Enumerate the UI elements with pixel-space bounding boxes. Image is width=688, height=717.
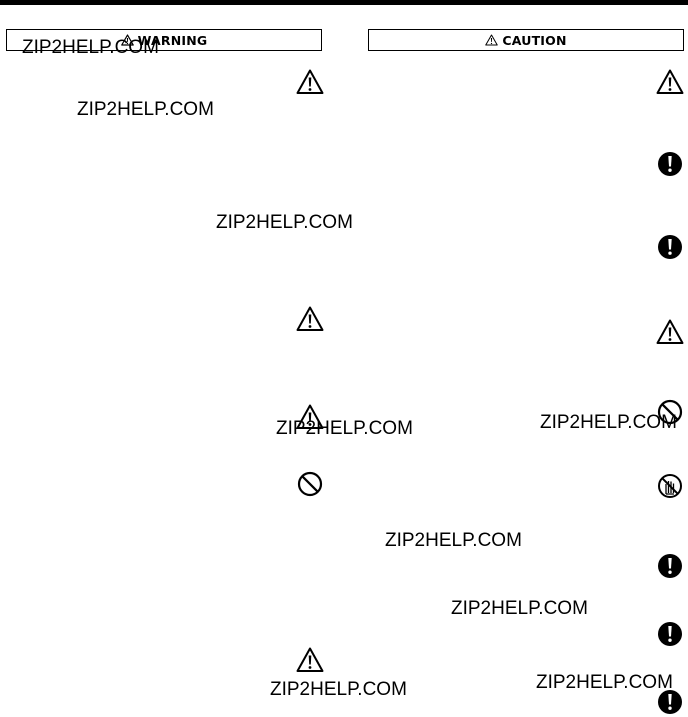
caution-triangle-icon — [296, 69, 324, 94]
caution-triangle-icon — [296, 404, 324, 429]
mandatory-action-icon — [658, 690, 682, 714]
watermark: ZIP2HELP.COM — [270, 679, 407, 700]
watermark: ZIP2HELP.COM — [540, 412, 677, 433]
mandatory-action-icon — [658, 554, 682, 578]
mandatory-action-icon — [658, 152, 682, 176]
caution-triangle-icon — [656, 319, 684, 344]
prohibition-icon — [657, 399, 683, 425]
warning-header: WARNING — [6, 29, 322, 51]
watermark: ZIP2HELP.COM — [22, 37, 159, 58]
caution-triangle-icon — [296, 647, 324, 672]
warning-header-label: WARNING — [137, 32, 208, 48]
mandatory-action-icon — [658, 235, 682, 259]
top-rule — [0, 0, 688, 5]
mandatory-action-icon — [658, 622, 682, 646]
caution-triangle-icon — [120, 34, 134, 46]
prohibition-icon — [297, 471, 323, 497]
watermark: ZIP2HELP.COM — [276, 418, 413, 439]
watermark: ZIP2HELP.COM — [385, 530, 522, 551]
caution-header-label: CAUTION — [502, 32, 567, 48]
caution-triangle-icon — [485, 34, 499, 46]
watermark: ZIP2HELP.COM — [451, 598, 588, 619]
caution-header: CAUTION — [368, 29, 684, 51]
watermark: ZIP2HELP.COM — [536, 672, 673, 693]
do-not-touch-icon — [658, 474, 682, 498]
watermark: ZIP2HELP.COM — [216, 212, 353, 233]
caution-triangle-icon — [296, 306, 324, 331]
watermark: ZIP2HELP.COM — [77, 99, 214, 120]
caution-triangle-icon — [656, 69, 684, 94]
